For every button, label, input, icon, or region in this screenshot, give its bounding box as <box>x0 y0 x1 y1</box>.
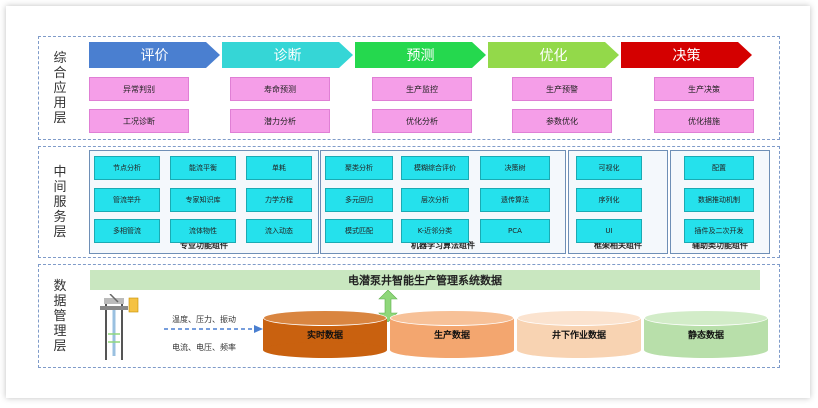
layer-application-label: 综 合 应 用 层 <box>53 50 67 126</box>
component-inflow-dynamics: 流入动态 <box>246 219 312 243</box>
box-anomaly-detection: 异常判别 <box>89 77 189 101</box>
layer-middleware <box>38 146 780 258</box>
component-data-push: 数据推动机制 <box>684 188 754 212</box>
component-ui: UI <box>576 219 642 243</box>
component-plugin-dev: 插件及二次开发 <box>684 219 754 243</box>
store-production-data: 生产数据 <box>390 310 514 358</box>
component-pipe-lift: 管流举升 <box>94 188 160 212</box>
dashed-arrow-icon <box>164 325 263 333</box>
layer-data-management <box>38 264 780 368</box>
component-pca: PCA <box>480 219 550 243</box>
component-expert-knowledge: 专家知识库 <box>170 188 236 212</box>
component-visualization: 可视化 <box>576 156 642 180</box>
component-configuration: 配置 <box>684 156 754 180</box>
flow-label-electrical: 电流、电压、频率 <box>172 343 236 352</box>
component-serialization: 序列化 <box>576 188 642 212</box>
store-realtime-data: 实时数据 <box>263 310 387 358</box>
group-title: 辅助类功能组件 <box>692 241 748 250</box>
group-title: 框架相关组件 <box>594 241 642 250</box>
box-production-warning: 生产预警 <box>512 77 612 101</box>
stage-arrow-decide: 决策 <box>621 42 752 68</box>
group-title: 机器学习算法组件 <box>411 241 475 250</box>
store-static-data: 静态数据 <box>644 310 768 358</box>
box-optimization-analysis: 优化分析 <box>372 109 472 133</box>
box-optimization-measures: 优化措施 <box>654 109 754 133</box>
stage-arrow-diagnose: 诊断 <box>222 42 353 68</box>
flow-label-sensors: 温度、压力、振动 <box>172 315 236 324</box>
box-life-prediction: 寿命预测 <box>230 77 330 101</box>
stage-arrow-predict: 预测 <box>355 42 486 68</box>
component-multiple-regression: 多元回归 <box>325 188 393 212</box>
bidirectional-arrow-icon <box>378 290 398 322</box>
system-data-banner: 电潜泵井智能生产管理系统数据 <box>90 270 760 290</box>
component-clustering: 聚类分析 <box>325 156 393 180</box>
box-production-decision: 生产决策 <box>654 77 754 101</box>
store-workover-data: 井下作业数据 <box>517 310 641 358</box>
component-mechanics-equation: 力学方程 <box>246 188 312 212</box>
component-fluid-properties: 流体物性 <box>170 219 236 243</box>
stage-arrow-evaluate: 评价 <box>89 42 220 68</box>
component-node-analysis: 节点分析 <box>94 156 160 180</box>
box-production-monitor: 生产监控 <box>372 77 472 101</box>
stage-arrow-optimize: 优化 <box>488 42 619 68</box>
group-title: 专业功能组件 <box>180 241 228 250</box>
box-potential-analysis: 潜力分析 <box>230 109 330 133</box>
layer-application <box>38 36 780 140</box>
component-knn: K-近邻分类 <box>401 219 469 243</box>
layer-data-label: 数 据 管 理 层 <box>53 278 67 354</box>
component-multiphase-flow: 多相管流 <box>94 219 160 243</box>
well-pump-icon <box>100 294 139 360</box>
component-energy-balance: 能流平衡 <box>170 156 236 180</box>
component-fuzzy-evaluation: 模糊综合评价 <box>401 156 469 180</box>
component-genetic-algorithm: 遗传算法 <box>480 188 550 212</box>
component-pattern-matching: 模式匹配 <box>325 219 393 243</box>
box-parameter-optimization: 参数优化 <box>512 109 612 133</box>
layer-middleware-label: 中 间 服 务 层 <box>53 164 67 240</box>
component-decision-tree: 决策树 <box>480 156 550 180</box>
box-condition-diagnosis: 工况诊断 <box>89 109 189 133</box>
component-unit-consumption: 单耗 <box>246 156 312 180</box>
component-hierarchy-analysis: 层次分析 <box>401 188 469 212</box>
